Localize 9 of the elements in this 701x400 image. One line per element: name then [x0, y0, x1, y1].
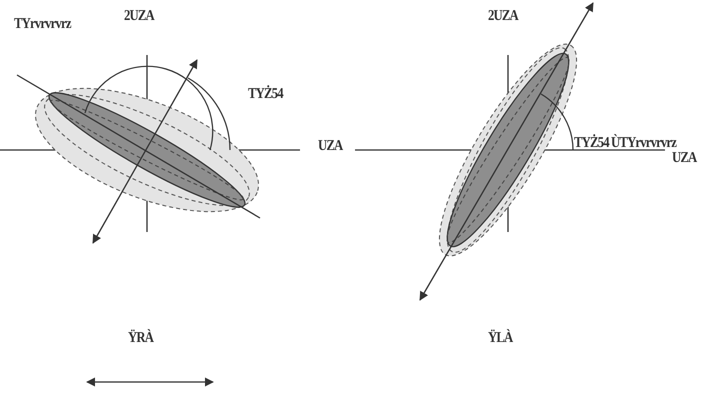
angle-label: TYŻ54	[248, 86, 283, 103]
math-label: TYrvrvrvrz	[14, 16, 71, 33]
axis-label: 2UZA	[124, 8, 154, 25]
panel-label: ŸRÀ	[128, 330, 154, 347]
axis-label: UZA	[318, 138, 342, 155]
axis-label: UZA	[672, 150, 696, 167]
panel-label: ŸLÀ	[488, 330, 512, 347]
angle-label: TYŻ54 ÙTYrvrvrvrz	[574, 135, 676, 152]
axis-label: 2UZA	[488, 8, 518, 25]
